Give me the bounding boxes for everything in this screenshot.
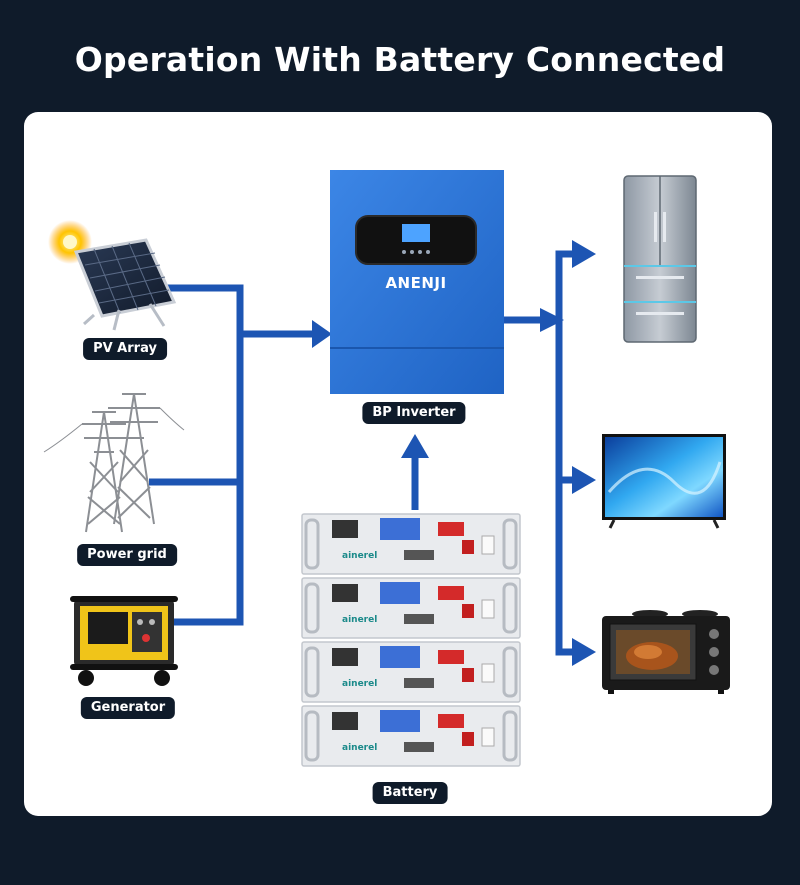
solar-panel-icon bbox=[48, 220, 177, 331]
pv-array-label: PV Array bbox=[83, 338, 167, 360]
inverter-unit bbox=[330, 170, 504, 394]
generator-label: Generator bbox=[80, 697, 176, 719]
battery-label: Battery bbox=[372, 782, 448, 804]
load-bus-line bbox=[555, 250, 574, 656]
inverter-label: BP Inverter bbox=[362, 402, 466, 424]
battery-brand-text: ainerel bbox=[342, 743, 377, 753]
arrow-to-oven bbox=[572, 638, 596, 666]
battery-icon: ainerel ainerel ainerel ainerel bbox=[301, 513, 521, 767]
pv-line bbox=[164, 284, 244, 626]
battery-brand-text: ainerel bbox=[342, 615, 377, 625]
refrigerator-icon bbox=[623, 175, 697, 343]
arrow-to-tv bbox=[572, 466, 596, 494]
arrow-to-inverter bbox=[312, 320, 332, 348]
diagram-panel: ainerel ainerel ainerel ainerel bbox=[24, 112, 772, 816]
power-tower-icon bbox=[43, 393, 185, 533]
connection-lines bbox=[149, 250, 574, 656]
arrow-to-fridge bbox=[572, 240, 596, 268]
generator-icon bbox=[70, 596, 178, 686]
battery-brand-text: ainerel bbox=[342, 679, 377, 689]
inverter-brand-logo: ANENJI bbox=[385, 274, 447, 292]
battery-brand-text: ainerel bbox=[342, 551, 377, 561]
television-icon bbox=[602, 434, 726, 529]
power-grid-label: Power grid bbox=[77, 544, 177, 566]
power-flow-diagram: ainerel ainerel ainerel ainerel bbox=[43, 170, 730, 767]
page-title: Operation With Battery Connected bbox=[74, 40, 726, 79]
oven-icon bbox=[602, 610, 730, 694]
arrow-heads bbox=[312, 240, 596, 666]
arrow-output bbox=[540, 308, 564, 332]
arrow-to-inverter-up bbox=[401, 434, 429, 458]
